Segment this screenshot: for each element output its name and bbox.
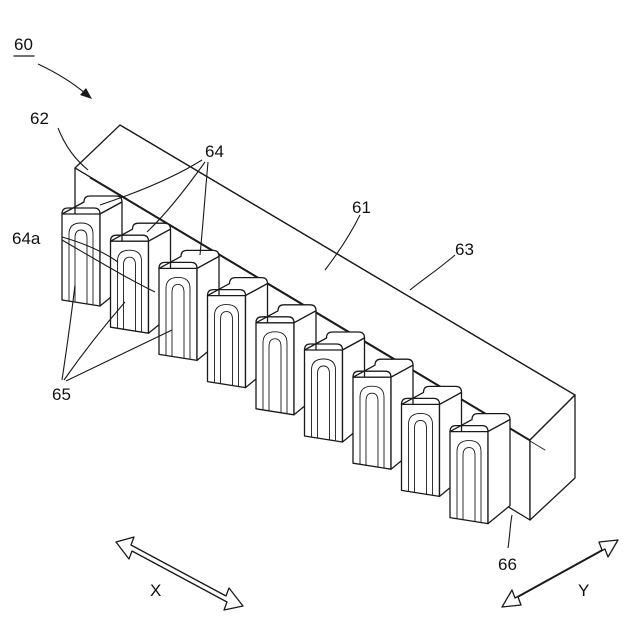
y-direction-arrow <box>502 540 618 607</box>
label-x: X <box>150 581 161 600</box>
label-y: Y <box>578 581 589 600</box>
label-60: 60 <box>14 35 33 54</box>
leader-60-arrowhead <box>80 88 92 99</box>
label-65: 65 <box>52 385 71 404</box>
x-direction-arrow <box>116 537 243 610</box>
label-64a: 64a <box>12 229 41 248</box>
label-66: 66 <box>498 555 517 574</box>
label-63: 63 <box>455 240 474 259</box>
label-64: 64 <box>205 142 224 161</box>
leader-66 <box>508 515 512 548</box>
leader-63 <box>410 255 455 290</box>
label-61: 61 <box>352 198 371 217</box>
leader-60 <box>38 64 86 94</box>
label-62: 62 <box>30 109 49 128</box>
